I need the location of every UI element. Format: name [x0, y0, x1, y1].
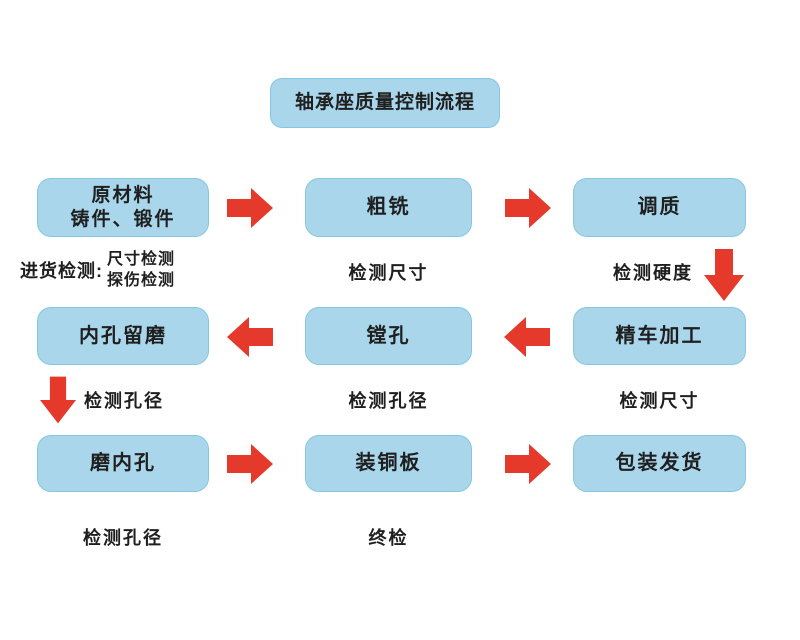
box-quench-temper: 调质: [573, 178, 746, 237]
pack-ship-label: 包装发货: [615, 452, 704, 474]
box-fine-turning: 精车加工: [573, 307, 746, 365]
arrow-left-icon: [504, 317, 550, 357]
arrow-right-icon: [227, 188, 273, 228]
arrow-down-icon: [40, 376, 76, 424]
raw-material-line2: 铸件、锻件: [70, 208, 176, 230]
incoming-inspection-items: 尺寸检测 探伤检测: [107, 249, 175, 291]
box-bore-hole: 镗孔: [305, 307, 472, 365]
incoming-inspection-prefix: 进货检测:: [20, 261, 103, 281]
box-inner-hole-grind-allowance: 内孔留磨: [37, 307, 209, 365]
inner-hole-grind-allowance-label: 内孔留磨: [79, 324, 167, 347]
grind-inner-hole-label: 磨内孔: [90, 452, 156, 474]
arrow-down-icon: [704, 249, 744, 301]
box-raw-material: 原材料 铸件、锻件: [37, 178, 209, 237]
box-pack-ship: 包装发货: [573, 435, 746, 492]
arrow-right-icon: [505, 188, 551, 228]
box-rough-milling: 粗铣: [305, 178, 472, 237]
label-inspect-dimension-milling: 检测尺寸: [348, 263, 429, 283]
arrow-right-icon: [227, 444, 273, 484]
install-copper-plate-label: 装铜板: [355, 452, 422, 474]
label-incoming-inspection: 进货检测: 尺寸检测 探伤检测: [20, 247, 175, 293]
incoming-inspection-item1: 尺寸检测: [107, 251, 176, 268]
label-inspect-dimension-turning: 检测尺寸: [619, 391, 700, 411]
arrow-right-icon: [505, 444, 551, 484]
raw-material-line1: 原材料: [91, 184, 155, 206]
label-inspect-hole-diameter-allowance: 检测孔径: [84, 391, 164, 411]
box-grind-inner-hole: 磨内孔: [37, 435, 209, 492]
title-box: 轴承座质量控制流程: [270, 78, 500, 128]
fine-turning-label: 精车加工: [615, 324, 704, 347]
label-inspect-hole-diameter-final: 检测孔径: [83, 528, 163, 548]
label-inspect-hole-diameter-boring: 检测孔径: [348, 391, 429, 411]
quench-temper-label: 调质: [637, 196, 682, 218]
title-text: 轴承座质量控制流程: [294, 92, 475, 114]
rough-milling-label: 粗铣: [366, 196, 411, 218]
bore-hole-label: 镗孔: [366, 324, 411, 347]
arrow-left-icon: [227, 317, 273, 357]
box-install-copper-plate: 装铜板: [305, 435, 472, 492]
label-inspect-hardness: 检测硬度: [613, 263, 693, 283]
incoming-inspection-item2: 探伤检测: [107, 272, 176, 289]
label-final-inspection: 终检: [368, 528, 409, 548]
